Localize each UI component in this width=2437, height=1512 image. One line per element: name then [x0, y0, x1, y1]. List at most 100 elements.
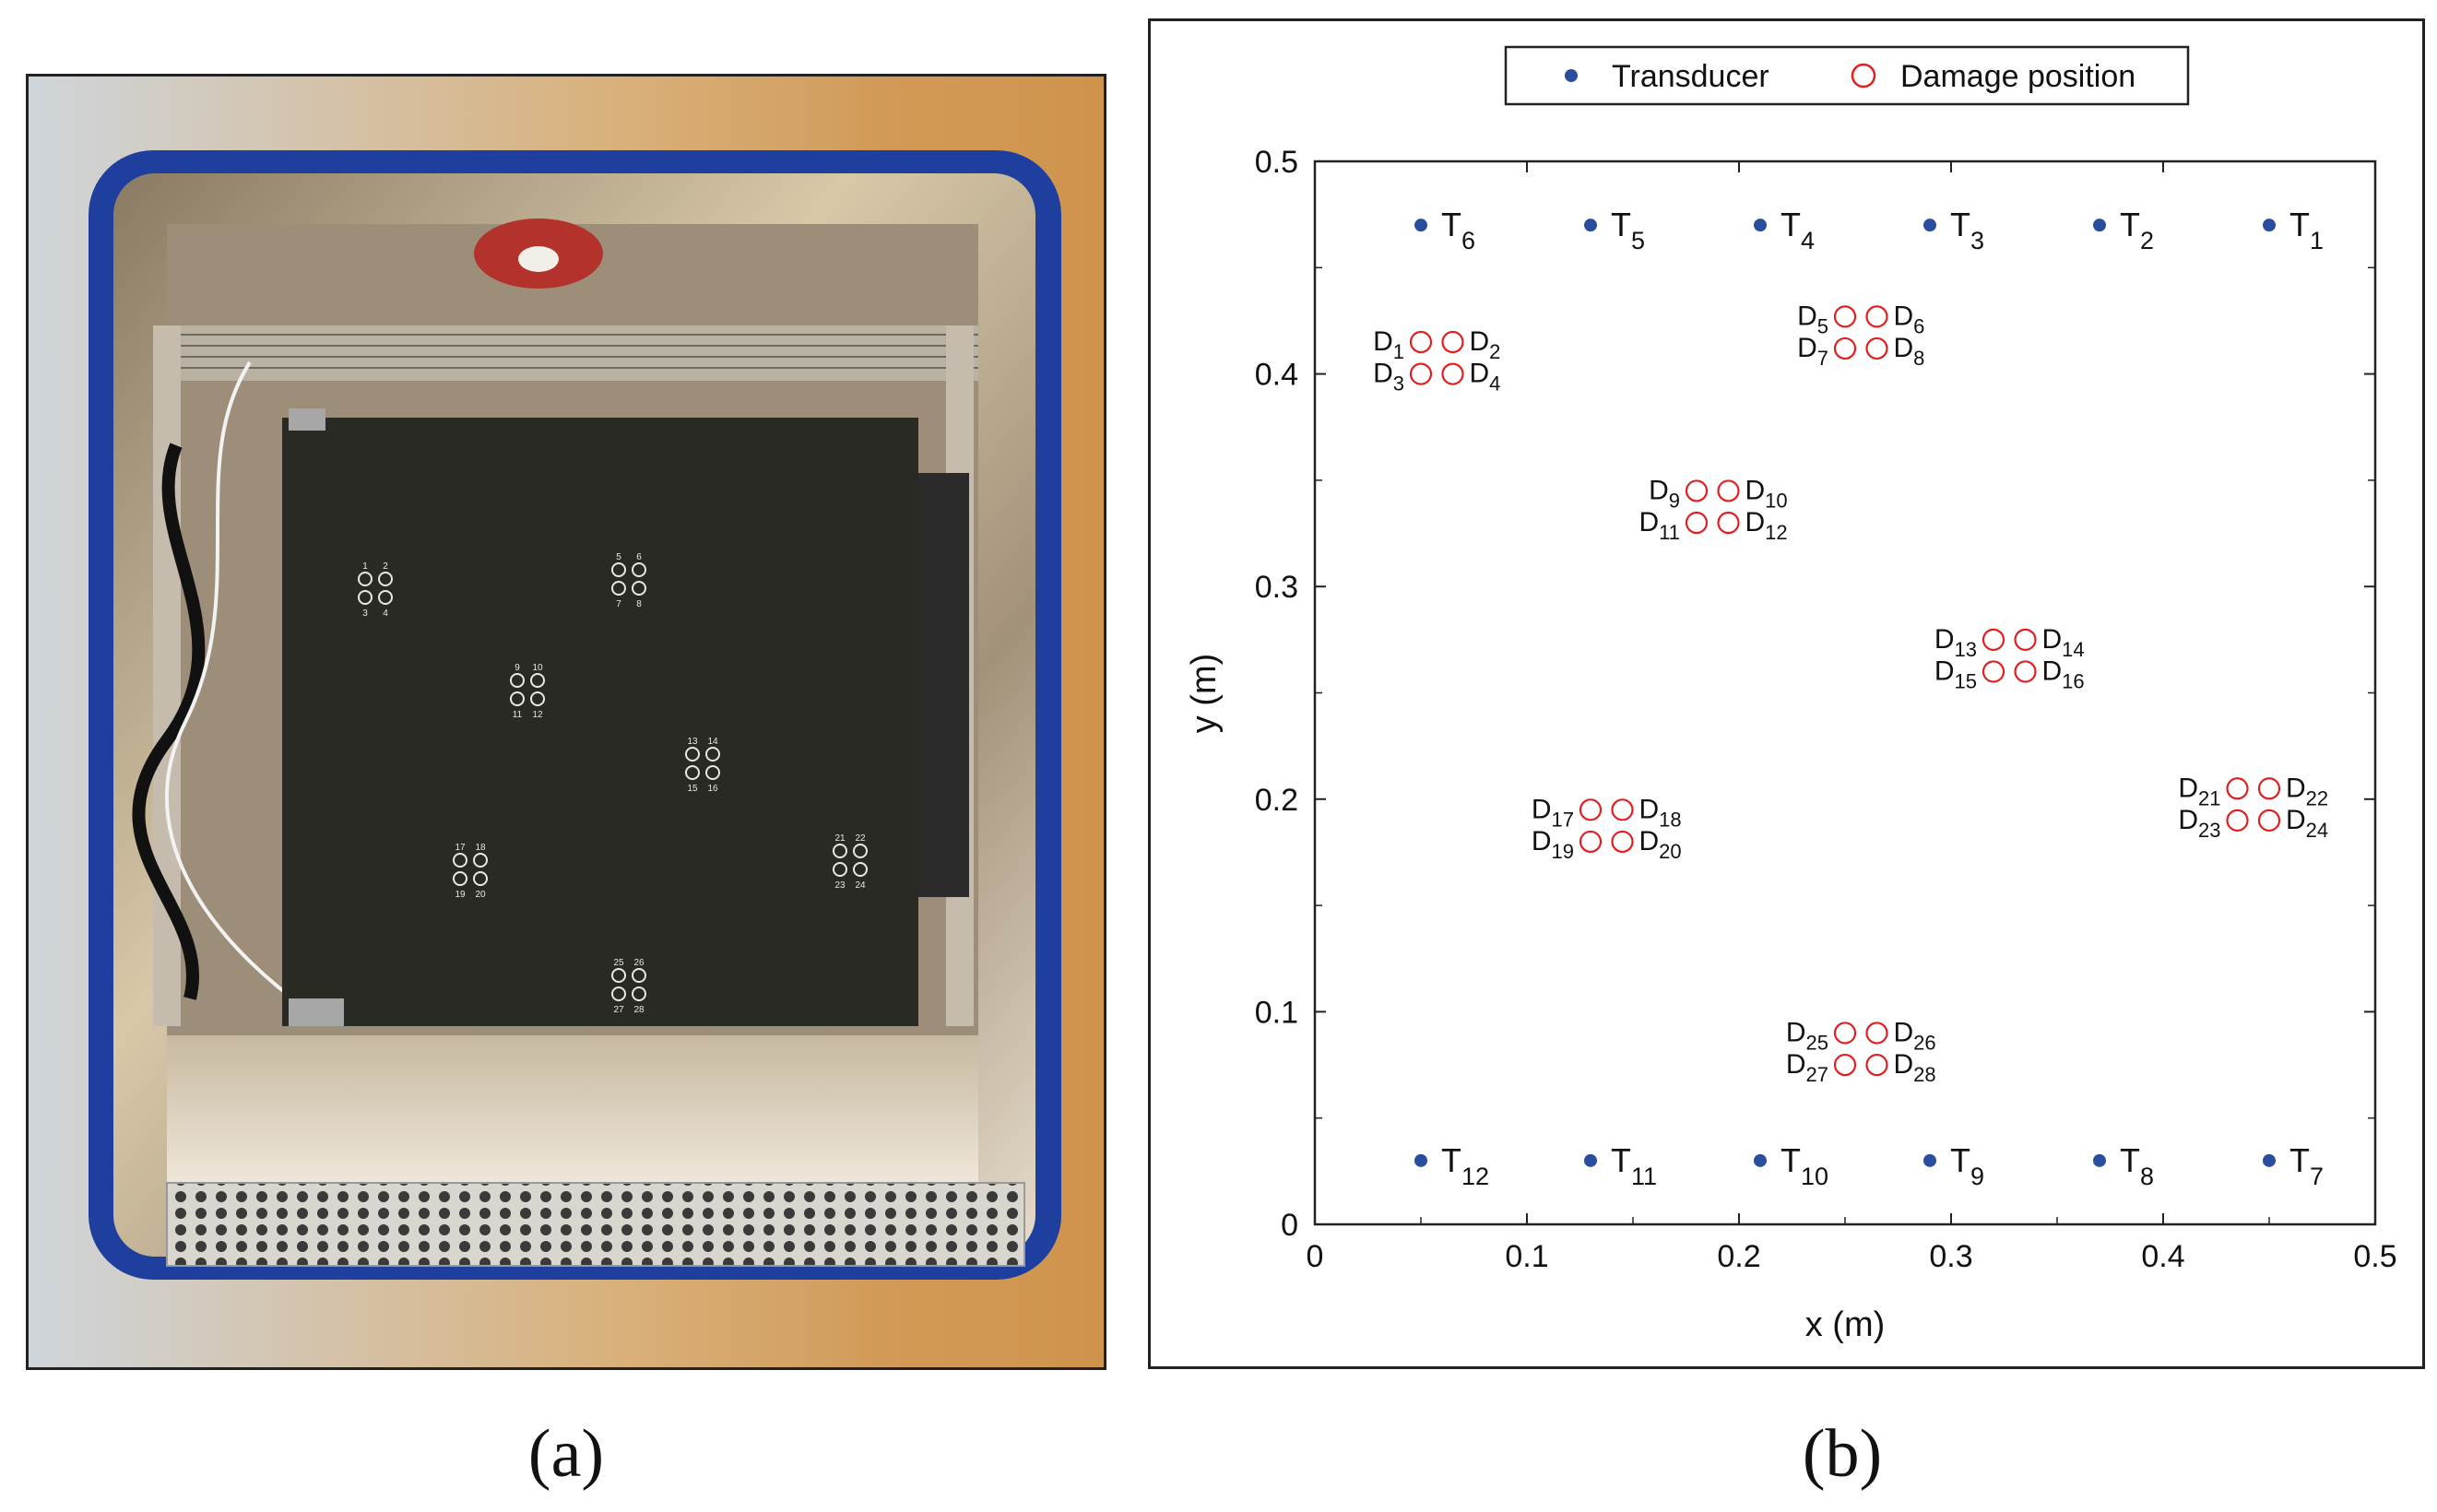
transducer-label-7: T7 [2289, 1141, 2324, 1190]
plate-hole-19 [453, 871, 467, 886]
damage-label-21: D21 [2178, 773, 2220, 809]
damage-label-9: D9 [1649, 475, 1680, 512]
y-tick-label: 0.2 [1255, 783, 1298, 818]
transducer-label-4: T4 [1780, 206, 1815, 254]
caption-b: (b) [1802, 1416, 1883, 1492]
y-tick-label: 0.3 [1255, 570, 1298, 605]
x-tick-label: 0.4 [2141, 1239, 2184, 1274]
plot-area [1313, 159, 2377, 1226]
legend-damage-label: Damage position [1900, 59, 2135, 94]
plate-hole-label-10: 10 [532, 663, 543, 673]
damage-point-5 [1833, 305, 1857, 328]
transducer-label-1: T1 [2289, 206, 2324, 254]
plate-hole-label-11: 11 [513, 710, 523, 720]
damage-point-13 [1982, 628, 2005, 651]
transducer-label-11: T11 [1611, 1141, 1657, 1190]
damage-label-8: D8 [1894, 333, 1925, 370]
damage-label-25: D25 [1786, 1017, 1828, 1054]
damage-point-4 [1441, 362, 1464, 385]
damage-point-28 [1865, 1053, 1888, 1077]
plate-hole-22 [853, 844, 868, 858]
plate-hole-2 [378, 572, 393, 586]
plate-hole-12 [530, 691, 545, 706]
transducer-point-10 [1754, 1153, 1767, 1167]
plate-hole-28 [632, 986, 646, 1001]
damage-point-25 [1833, 1022, 1857, 1045]
damage-point-15 [1982, 660, 2005, 683]
x-axis-label: x (m) [1805, 1305, 1886, 1344]
transducer-label-10: T10 [1780, 1141, 1828, 1190]
plate-hole-20 [473, 871, 488, 886]
plate-hole-17 [453, 853, 467, 868]
damage-point-23 [2226, 809, 2249, 832]
damage-point-19 [1579, 830, 1603, 854]
plate-hole-16 [705, 765, 720, 780]
transducer-label-8: T8 [2120, 1141, 2154, 1190]
x-tick-label: 0.2 [1717, 1239, 1760, 1274]
y-tick-label: 0.4 [1255, 358, 1298, 393]
plate-hole-label-8: 8 [636, 599, 642, 609]
damage-point-14 [2014, 628, 2037, 651]
plate-hole-label-5: 5 [616, 552, 621, 562]
transducer-label-9: T9 [1950, 1141, 1984, 1190]
transducer-point-12 [1414, 1153, 1427, 1167]
x-tick-label: 0 [1307, 1239, 1324, 1274]
damage-label-20: D20 [1639, 826, 1682, 863]
legend-transducer-marker [1565, 69, 1578, 82]
damage-point-6 [1865, 305, 1888, 328]
plate-hole-label-26: 26 [633, 958, 645, 968]
plate-hole-label-3: 3 [362, 608, 368, 619]
plate-hole-15 [685, 765, 700, 780]
plate-hole-label-18: 18 [475, 843, 486, 853]
transducer-point-11 [1584, 1153, 1597, 1167]
plate-hole-label-6: 6 [636, 552, 642, 562]
plate-hole-label-7: 7 [616, 599, 621, 609]
plate-hole-label-15: 15 [687, 784, 698, 794]
plate-hole-label-27: 27 [613, 1005, 624, 1015]
damage-point-22 [2257, 777, 2281, 800]
plate-hole-21 [833, 844, 847, 858]
plate-hole-label-25: 25 [613, 958, 624, 968]
damage-label-23: D23 [2178, 805, 2220, 842]
plate-hole-3 [358, 590, 373, 605]
legend-box [1504, 45, 2190, 106]
damage-point-11 [1685, 511, 1709, 535]
damage-point-16 [2014, 660, 2037, 683]
damage-point-2 [1441, 330, 1464, 354]
plate-hole-13 [685, 747, 700, 762]
damage-point-26 [1865, 1022, 1888, 1045]
transducer-point-8 [2093, 1153, 2106, 1167]
damage-point-10 [1717, 479, 1740, 502]
damage-point-7 [1833, 337, 1857, 360]
damage-label-19: D19 [1532, 826, 1574, 863]
damage-label-18: D18 [1639, 794, 1682, 831]
damage-point-9 [1685, 479, 1709, 502]
plate-hole-23 [833, 862, 847, 877]
plate-hole-label-28: 28 [633, 1005, 645, 1015]
transducer-point-2 [2093, 219, 2106, 232]
damage-point-12 [1717, 511, 1740, 535]
plate-hole-26 [632, 968, 646, 983]
transducer-point-3 [1923, 219, 1936, 232]
transducer-label-12: T12 [1441, 1141, 1489, 1190]
damage-label-3: D3 [1373, 359, 1404, 396]
plate-hole-9 [510, 673, 525, 688]
x-tick-label: 0.3 [1929, 1239, 1972, 1274]
plate-hole-7 [611, 581, 626, 596]
plate-hole-8 [632, 581, 646, 596]
damage-label-17: D17 [1532, 794, 1574, 831]
plate-hole-14 [705, 747, 720, 762]
plate-hole-label-14: 14 [707, 737, 718, 747]
legend-transducer-label: Transducer [1612, 59, 1769, 94]
damage-label-27: D27 [1786, 1049, 1828, 1086]
transducer-label-3: T3 [1950, 206, 1984, 254]
plate-hole-label-19: 19 [455, 890, 466, 900]
transducer-label-6: T6 [1441, 206, 1475, 254]
plate-hole-label-17: 17 [455, 843, 466, 853]
damage-point-3 [1409, 362, 1433, 385]
damage-label-10: D10 [1745, 475, 1788, 512]
legend-damage-marker [1851, 63, 1876, 89]
legend: Transducer Damage position [1504, 45, 2190, 106]
